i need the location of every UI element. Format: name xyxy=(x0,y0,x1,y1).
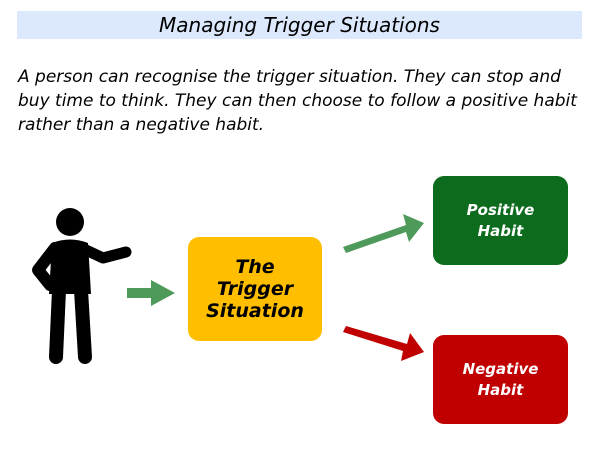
arrow-up-right-icon xyxy=(343,214,424,253)
trigger-situation-box: The Trigger Situation xyxy=(188,237,322,341)
positive-habit-box: Positive Habit xyxy=(433,176,568,265)
intro-paragraph: A person can recognise the trigger situa… xyxy=(18,67,577,135)
trigger-label-line1: The xyxy=(235,256,275,278)
arrow-right-icon xyxy=(127,280,175,306)
negative-habit-box: Negative Habit xyxy=(433,335,568,424)
trigger-label-line3: Situation xyxy=(206,300,304,322)
positive-label-line2: Habit xyxy=(477,221,524,240)
person-icon xyxy=(32,208,132,364)
title-bar: Managing Trigger Situations xyxy=(17,11,582,39)
trigger-label-line2: Trigger xyxy=(216,278,294,300)
slide-title: Managing Trigger Situations xyxy=(159,13,440,37)
negative-label-line2: Habit xyxy=(477,380,524,399)
positive-label-line1: Positive xyxy=(466,200,535,219)
negative-label-line1: Negative xyxy=(462,359,539,378)
arrow-down-right-icon xyxy=(343,326,424,361)
